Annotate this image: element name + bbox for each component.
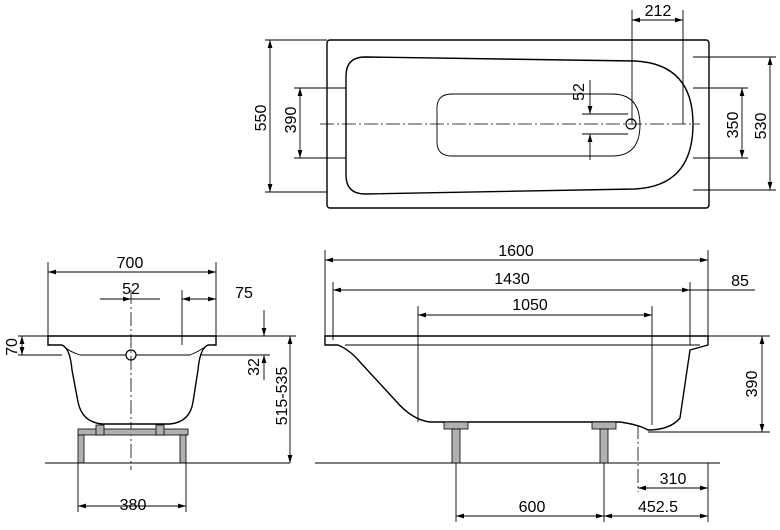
dim-label-212: 212 [645, 3, 672, 20]
dim-label-4525: 452.5 [638, 499, 678, 516]
dim-label-32: 32 [246, 358, 263, 376]
tub-floor-outline [436, 93, 641, 157]
end-leg-mid-left [95, 424, 105, 436]
dim-label-1430: 1430 [494, 271, 530, 288]
dim-label-550: 550 [253, 105, 270, 132]
dim-label-380: 380 [120, 497, 147, 514]
end-leg-left [77, 434, 85, 464]
top-view: 212 52 550 390 350 530 [253, 3, 776, 209]
end-leg-frame [77, 428, 189, 436]
side-view: 1600 1430 85 1050 390 310 600 452.5 [315, 243, 770, 522]
dim-label-390-side: 390 [744, 371, 761, 398]
dim-label-390: 390 [283, 107, 300, 134]
dim-label-70: 70 [4, 338, 21, 356]
side-tub-outline [324, 335, 709, 431]
end-view: 700 52 75 70 32 515-535 380 [4, 255, 296, 514]
dim-label-85: 85 [731, 273, 749, 290]
dim-label-530: 530 [753, 113, 770, 140]
side-foot-right-top [591, 421, 617, 430]
dim-label-height: 515-535 [274, 367, 291, 426]
side-foot-right-stem [599, 428, 609, 464]
side-foot-left-top [443, 421, 469, 430]
end-leg-right [179, 434, 187, 464]
tub-basin-outline [345, 56, 694, 195]
end-leg-mid-right [155, 424, 165, 436]
dim-label-52: 52 [571, 83, 588, 101]
dim-label-1050: 1050 [512, 297, 548, 314]
dim-label-350: 350 [725, 112, 742, 139]
dim-label-310: 310 [660, 471, 687, 488]
dim-label-52-end: 52 [122, 281, 140, 298]
side-foot-left-stem [451, 428, 461, 464]
dim-label-600: 600 [519, 499, 546, 516]
end-tub-outline [47, 335, 217, 425]
dim-label-700: 700 [117, 255, 144, 272]
dim-label-1600: 1600 [498, 243, 534, 260]
dim-label-75: 75 [235, 285, 253, 302]
